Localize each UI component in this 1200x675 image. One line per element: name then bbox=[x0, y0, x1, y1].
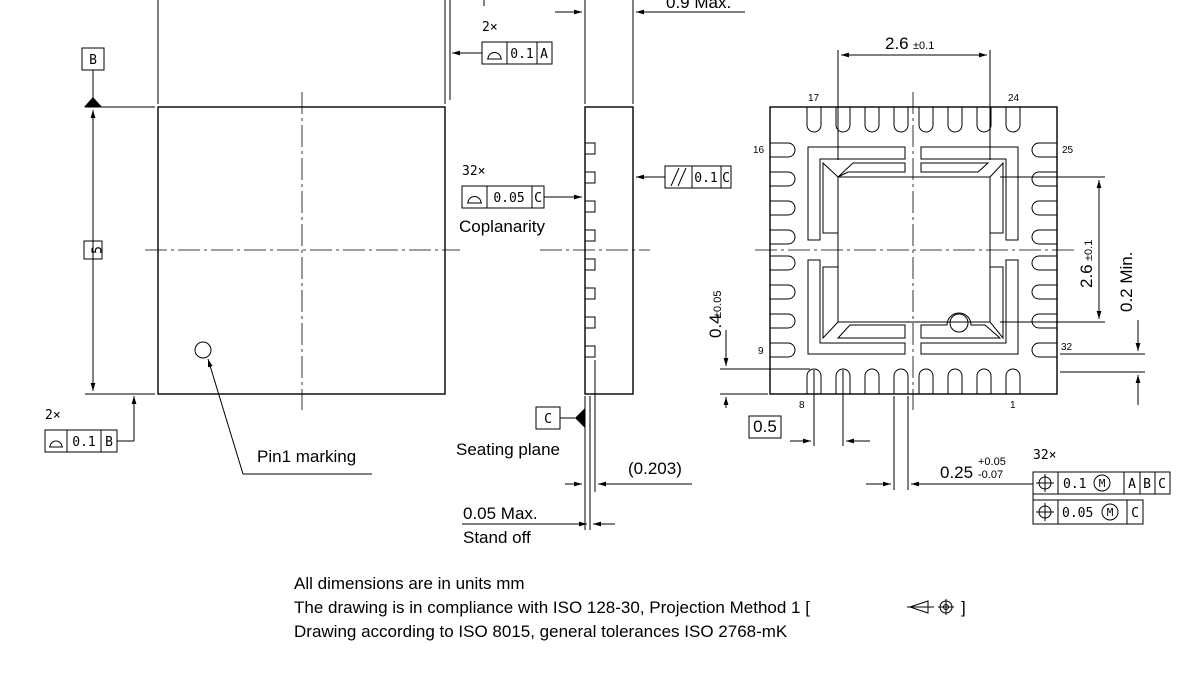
lead-width-tol-plus: +0.05 bbox=[978, 456, 1006, 468]
pad-height-tol: ±0.1 bbox=[1083, 240, 1095, 261]
standoff-value: 0.05 Max. bbox=[463, 504, 538, 523]
seating-triangle bbox=[575, 408, 585, 428]
tol-datum-a: A bbox=[540, 47, 548, 62]
top-view: 5 B Pin1 marking 2× 0.1 B 2× 0.1 A bbox=[44, 0, 553, 475]
package-outline-bottom bbox=[769, 106, 1058, 395]
basic-dim-frame bbox=[83, 240, 103, 260]
pos-tol-2: 0.05 bbox=[1062, 506, 1093, 521]
pin-16: 16 bbox=[753, 145, 765, 156]
bottom-leads-left bbox=[770, 142, 796, 358]
bottom-view: 17 24 16 25 9 32 8 1 2.6 ±0.1 2.6 ±0.1 0… bbox=[706, 34, 1171, 525]
width-dim: 5 bbox=[91, 246, 106, 254]
pin-9: 9 bbox=[758, 346, 764, 357]
mmc-icon bbox=[1101, 503, 1119, 521]
lead-length-nom: 0.4 bbox=[706, 314, 725, 338]
parallel-datum: C bbox=[722, 171, 730, 186]
pin-8: 8 bbox=[799, 400, 805, 411]
projection-method-icon bbox=[907, 599, 954, 615]
position-icon bbox=[1036, 503, 1054, 521]
profile-icon bbox=[467, 196, 482, 204]
pos-datum-1c: C bbox=[1158, 477, 1166, 492]
height-max: 0.9 Max. bbox=[666, 0, 731, 12]
coplanarity-datum: C bbox=[534, 191, 542, 206]
pos-count: 32× bbox=[1033, 448, 1056, 463]
position-icon bbox=[1036, 474, 1054, 492]
tol-value-a: 0.1 bbox=[510, 47, 533, 62]
tol-datum-b: B bbox=[105, 435, 113, 450]
note-units: All dimensions are in units mm bbox=[294, 574, 525, 593]
mmc-icon bbox=[1093, 474, 1111, 492]
note-iso128-end: ] bbox=[961, 598, 966, 617]
datum-b-label: B bbox=[89, 53, 97, 68]
profile-icon bbox=[487, 52, 502, 60]
notes: All dimensions are in units mm The drawi… bbox=[294, 574, 966, 641]
lead-length-tol: ±0.05 bbox=[712, 291, 724, 318]
pitch: 0.5 bbox=[753, 417, 777, 436]
parallel-icon bbox=[670, 167, 687, 187]
pos-datum-2: C bbox=[1131, 506, 1139, 521]
pos-datum-1a: A bbox=[1128, 477, 1136, 492]
coplanarity-label: Coplanarity bbox=[459, 217, 545, 236]
pin1-dot bbox=[194, 341, 212, 359]
seating-datum: C bbox=[544, 412, 552, 427]
pad-width-tol: ±0.1 bbox=[913, 40, 934, 52]
profile-icon bbox=[49, 440, 63, 448]
pos-tol-1: 0.1 bbox=[1063, 477, 1086, 492]
pin1-label: Pin1 marking bbox=[257, 447, 356, 466]
pin-17: 17 bbox=[808, 93, 820, 104]
package-outline-top bbox=[157, 106, 446, 395]
side-view: 0.9 Max. 0.1 C 32× 0.05 C Coplanarity C … bbox=[456, 0, 745, 547]
bottom-leads-bottom bbox=[806, 368, 1021, 394]
side-leads bbox=[584, 142, 596, 358]
svg-text:M: M bbox=[1099, 477, 1106, 490]
package-outline-side bbox=[584, 106, 634, 395]
coplanarity-value: 0.05 bbox=[493, 191, 524, 206]
pin-1: 1 bbox=[1010, 400, 1016, 411]
datum-b-triangle bbox=[84, 97, 102, 107]
tol-count-a: 2× bbox=[482, 20, 498, 35]
seating-label: Seating plane bbox=[456, 440, 560, 459]
note-iso128: The drawing is in compliance with ISO 12… bbox=[294, 598, 810, 617]
note-iso8015: Drawing according to ISO 8015, general t… bbox=[294, 622, 788, 641]
coplanarity-count: 32× bbox=[462, 164, 485, 179]
lead-width-tol-minus: -0.07 bbox=[978, 469, 1003, 481]
pin-24: 24 bbox=[1008, 93, 1020, 104]
pad-width-nom: 2.6 bbox=[885, 34, 909, 53]
svg-text:M: M bbox=[1107, 506, 1114, 519]
tol-count-b: 2× bbox=[45, 408, 61, 423]
bottom-leads-top bbox=[806, 107, 1021, 133]
pos-datum-1b: B bbox=[1143, 477, 1151, 492]
pin-32: 32 bbox=[1061, 342, 1073, 353]
tol-value-b: 0.1 bbox=[72, 435, 95, 450]
bottom-leads-right bbox=[1031, 142, 1057, 358]
exposed-pad bbox=[807, 146, 1019, 355]
pin-25: 25 bbox=[1062, 145, 1074, 156]
parallel-value: 0.1 bbox=[694, 171, 717, 186]
lead-thickness: (0.203) bbox=[628, 459, 682, 478]
lead-length-min: 0.2 Min. bbox=[1117, 252, 1136, 312]
pad-height-nom: 2.6 bbox=[1077, 264, 1096, 288]
lead-width-nom: 0.25 bbox=[940, 463, 973, 482]
standoff-label: Stand off bbox=[463, 528, 531, 547]
